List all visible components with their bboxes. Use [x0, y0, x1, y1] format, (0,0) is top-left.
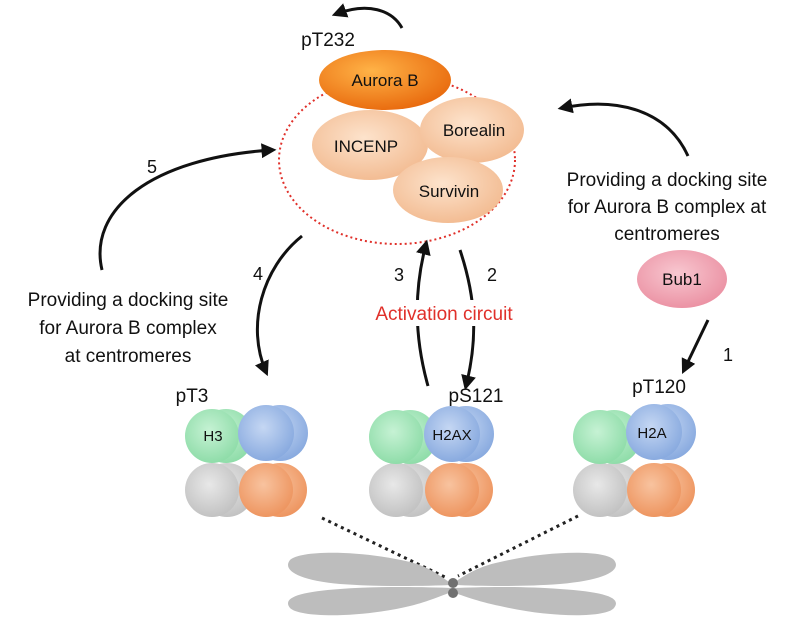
left-note-line-2: for Aurora B complex — [39, 318, 217, 339]
zoom-line-right — [457, 514, 579, 578]
histone-green-right — [573, 410, 627, 464]
pt232-label: pT232 — [301, 30, 355, 51]
activation-circuit-label: Activation circuit — [375, 304, 513, 325]
h2a-label: H2A — [637, 425, 666, 442]
aurora-b-complex: Aurora B INCENP Borealin Survivin — [278, 50, 524, 245]
histone-blue-middle — [424, 406, 480, 462]
h3-label: H3 — [203, 428, 222, 445]
survivin-label: Survivin — [419, 182, 479, 201]
step-5-number: 5 — [147, 157, 157, 177]
nucleosome-right: pT120 H2A — [573, 377, 696, 517]
centromere-upper — [448, 578, 458, 588]
histone-blue-right — [626, 404, 682, 460]
nucleosome-middle: pS121 H2AX — [369, 386, 503, 517]
bub1-label: Bub1 — [662, 270, 702, 289]
step-2-number: 2 — [487, 265, 497, 285]
h2ax-label: H2AX — [432, 427, 471, 444]
histone-gray-left — [185, 463, 239, 517]
incenp-label: INCENP — [334, 137, 398, 156]
histone-gray-right — [573, 463, 627, 517]
borealin-label: Borealin — [443, 121, 505, 140]
step-3-number: 3 — [394, 265, 404, 285]
right-note-line-2: for Aurora B complex at — [568, 197, 767, 218]
left-note-line-3: at centromeres — [65, 346, 192, 367]
chromosome — [288, 552, 616, 616]
histone-orange-right — [627, 463, 681, 517]
left-note-line-1: Providing a docking site — [28, 290, 229, 311]
step-5-arrow — [98, 143, 277, 271]
step-1-number: 1 — [723, 345, 733, 365]
ps121-label: pS121 — [449, 386, 504, 407]
right-note-line-1: Providing a docking site — [567, 170, 768, 191]
chromosome-lower-arms — [288, 587, 616, 616]
histone-gray-middle — [369, 463, 423, 517]
histone-green-left — [185, 409, 239, 463]
aurora-b-kinase — [319, 50, 451, 110]
centromere-lower — [448, 588, 458, 598]
borealin-subunit — [420, 97, 524, 163]
right-note-line-3: centromeres — [614, 224, 720, 245]
pt3-label: pT3 — [176, 386, 209, 407]
complex-boundary-circle — [278, 75, 516, 245]
activation-label-backdrop — [358, 300, 530, 326]
step-4-arrow — [254, 234, 303, 377]
incenp-subunit — [312, 110, 428, 180]
histone-orange-left — [239, 463, 293, 517]
histone-green-middle — [369, 410, 423, 464]
zoom-line-left — [321, 516, 448, 580]
right-docking-arrow — [557, 98, 690, 157]
nucleosome-left: pT3 H3 — [176, 386, 308, 517]
histone-orange-middle — [425, 463, 479, 517]
aurora-b-label: Aurora B — [351, 71, 418, 90]
step-4-number: 4 — [253, 264, 263, 284]
bub1-kinase — [637, 250, 727, 308]
left-docking-note: Providing a docking site for Aurora B co… — [28, 290, 229, 367]
chromosome-upper-arms — [288, 552, 616, 586]
survivin-subunit — [393, 157, 503, 223]
autophosphorylation-arrow — [331, 3, 404, 29]
right-docking-note: Providing a docking site for Aurora B co… — [567, 170, 768, 245]
step-1-arrow — [681, 319, 710, 375]
histone-blue-left — [238, 405, 294, 461]
pt120-label: pT120 — [632, 377, 686, 398]
